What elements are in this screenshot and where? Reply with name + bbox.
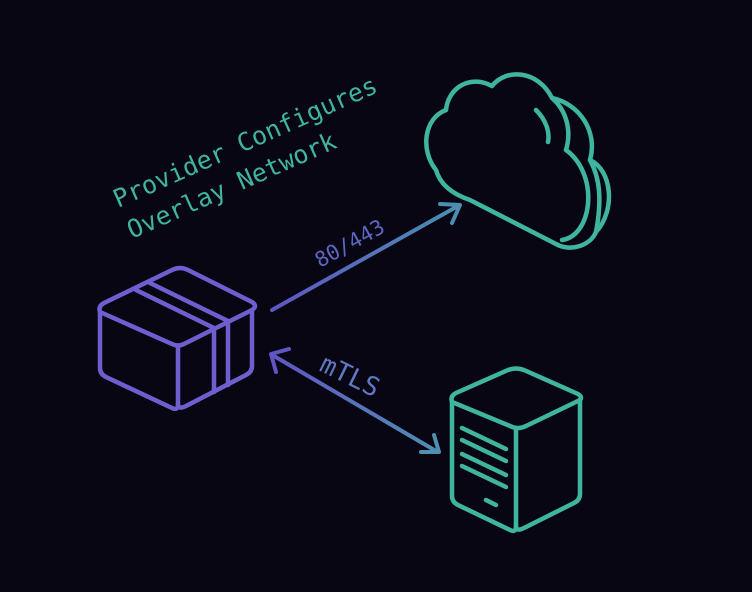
arrow-box-to-cloud	[270, 202, 462, 312]
mtls-label: mTLS	[315, 349, 384, 403]
package-box-icon	[97, 265, 258, 412]
cloud-icon	[424, 72, 612, 250]
port-label: 80/443	[311, 215, 389, 273]
mtls-label-group: mTLS	[315, 349, 384, 403]
diagram-title: Provider Configures Overlay Network	[109, 71, 382, 245]
port-label-group: 80/443	[311, 215, 389, 273]
arrow-box-to-server	[269, 347, 441, 454]
server-tower-icon	[449, 366, 584, 534]
